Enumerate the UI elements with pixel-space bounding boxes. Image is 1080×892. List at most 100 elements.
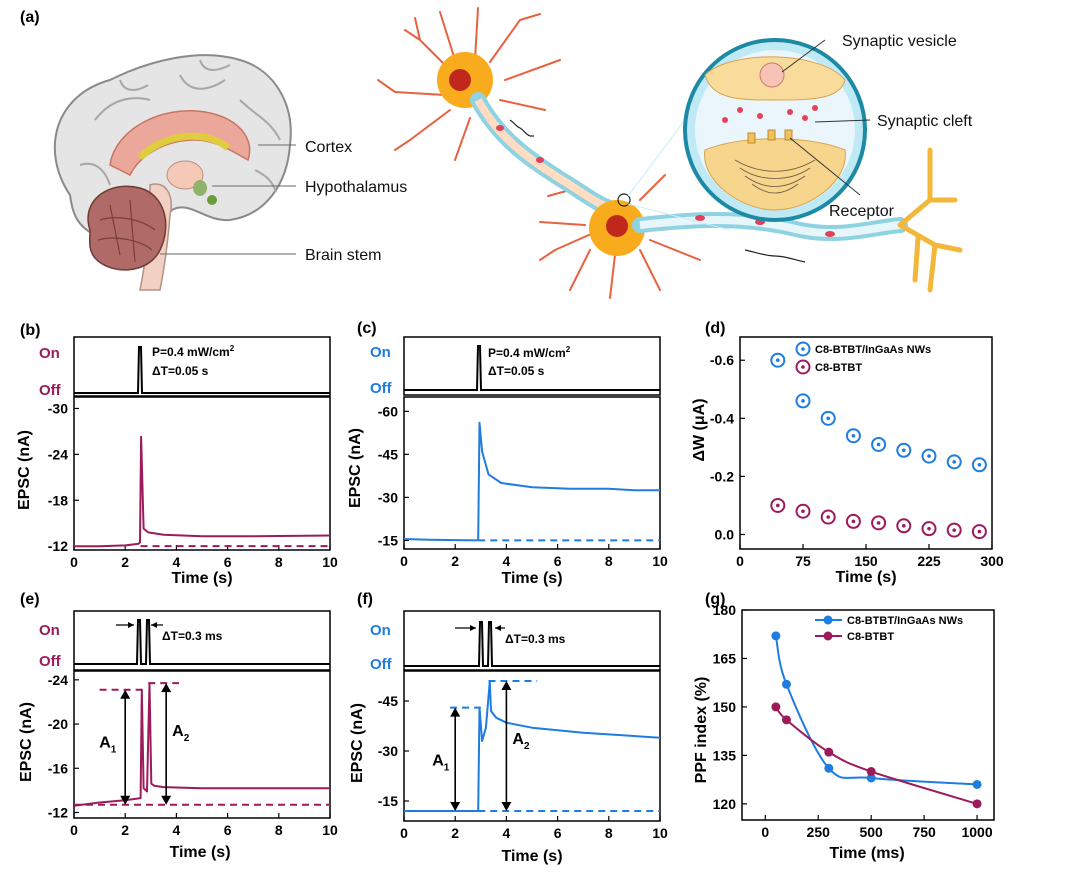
y-tick-label: -0.6 — [710, 352, 734, 368]
panel-label-f: (f) — [357, 591, 373, 608]
label-synaptic-cleft: Synaptic cleft — [877, 113, 973, 130]
x-tick-label: 0 — [70, 554, 78, 570]
panel-label-a: (a) — [20, 9, 40, 26]
y-tick-label: -0.4 — [710, 410, 734, 426]
panel-label-e: (e) — [20, 591, 40, 608]
y-tick-label: -12 — [48, 538, 68, 554]
a2-arrow-head — [501, 681, 512, 690]
x-tick-label: 0 — [736, 553, 744, 569]
off-label: Off — [39, 653, 62, 670]
legend-label: C8-BTBT/InGaAs NWs — [815, 344, 931, 356]
y-tick-label: -0.2 — [710, 468, 734, 484]
x-tick-label: 250 — [807, 824, 831, 840]
epsc-trace — [74, 435, 331, 548]
data-point — [781, 679, 791, 689]
data-point-center — [801, 399, 805, 403]
legend-label: C8-BTBT/InGaAs NWs — [847, 615, 963, 627]
x-tick-label: 10 — [652, 553, 668, 569]
y-tick-label: -12 — [48, 804, 68, 820]
data-point-center — [902, 523, 906, 528]
y-tick-label: -24 — [48, 446, 68, 462]
y-axis-label: EPSC (nA) — [349, 703, 366, 783]
data-point-center — [902, 448, 906, 453]
legend-marker-center — [801, 347, 805, 351]
x-tick-label: 75 — [795, 553, 811, 569]
panel-label-g: (g) — [705, 591, 725, 608]
on-label: On — [39, 345, 60, 362]
legend-label: C8-BTBT — [815, 362, 862, 374]
a1-arrow-head — [120, 689, 131, 699]
dt-annotation: ΔT=0.3 ms — [505, 632, 566, 646]
x-tick-label: 750 — [912, 824, 936, 840]
x-axis-label: Time (s) — [171, 570, 232, 587]
on-label: On — [39, 622, 60, 639]
pulse-frame — [73, 336, 331, 397]
data-point — [866, 773, 876, 783]
data-point — [972, 799, 982, 809]
y-tick-label: -15 — [378, 793, 398, 809]
y-tick-label: 0.0 — [715, 526, 735, 542]
neuron-illustration — [377, 7, 963, 299]
y-tick-label: -30 — [378, 743, 398, 759]
label-hypothalamus: Hypothalamus — [305, 179, 407, 196]
paired-light-pulses — [74, 619, 330, 665]
synapse-zoom-illustration — [683, 38, 867, 222]
x-tick-label: 0 — [70, 822, 78, 838]
panel-label-b: (b) — [20, 322, 40, 339]
data-point-center — [952, 460, 956, 464]
legend-marker — [823, 631, 833, 641]
paired-light-pulses — [404, 621, 660, 667]
plot-frame — [73, 396, 331, 551]
y-tick-label: 150 — [713, 699, 737, 715]
y-axis-label: EPSC (nA) — [16, 430, 33, 510]
data-point-center — [851, 519, 856, 524]
data-point-center — [826, 416, 830, 421]
fit-curve — [775, 706, 978, 805]
x-axis-label: Time (s) — [169, 844, 230, 861]
x-tick-label: 2 — [121, 822, 129, 838]
data-point-center — [977, 462, 982, 467]
plot-frame — [73, 670, 331, 819]
x-tick-label: 4 — [173, 554, 181, 570]
y-tick-label: 135 — [713, 747, 737, 763]
data-point — [781, 715, 791, 725]
on-label: On — [370, 344, 391, 361]
on-label: On — [370, 622, 391, 639]
label-brain-stem: Brain stem — [305, 247, 381, 264]
off-label: Off — [370, 380, 393, 397]
off-label: Off — [370, 656, 393, 673]
epsc-trace — [403, 421, 660, 542]
data-point — [771, 702, 781, 712]
x-tick-label: 8 — [605, 553, 613, 569]
legend-marker — [823, 615, 833, 625]
power-annotation: P=0.4 mW/cm2 — [488, 345, 571, 360]
x-tick-label: 6 — [224, 822, 232, 838]
data-point — [866, 767, 876, 777]
plot-frame — [741, 609, 995, 821]
a1-arrow-head — [450, 802, 461, 811]
data-point — [972, 779, 982, 789]
a2-label: A2 — [512, 731, 530, 752]
y-axis-label: ΔW (μA) — [691, 398, 708, 461]
panel-label-d: (d) — [705, 320, 725, 337]
label-cortex: Cortex — [305, 139, 352, 156]
data-point — [824, 763, 834, 773]
x-axis-label: Time (s) — [501, 848, 562, 865]
data-point — [824, 747, 834, 757]
x-tick-label: 10 — [322, 822, 338, 838]
label-synaptic-vesicle: Synaptic vesicle — [842, 33, 957, 50]
y-tick-label: -24 — [48, 672, 68, 688]
data-point-center — [776, 503, 780, 508]
a2-arrow-head — [501, 802, 512, 811]
data-point-center — [952, 528, 956, 532]
x-tick-label: 4 — [173, 822, 181, 838]
x-tick-label: 0 — [400, 553, 408, 569]
